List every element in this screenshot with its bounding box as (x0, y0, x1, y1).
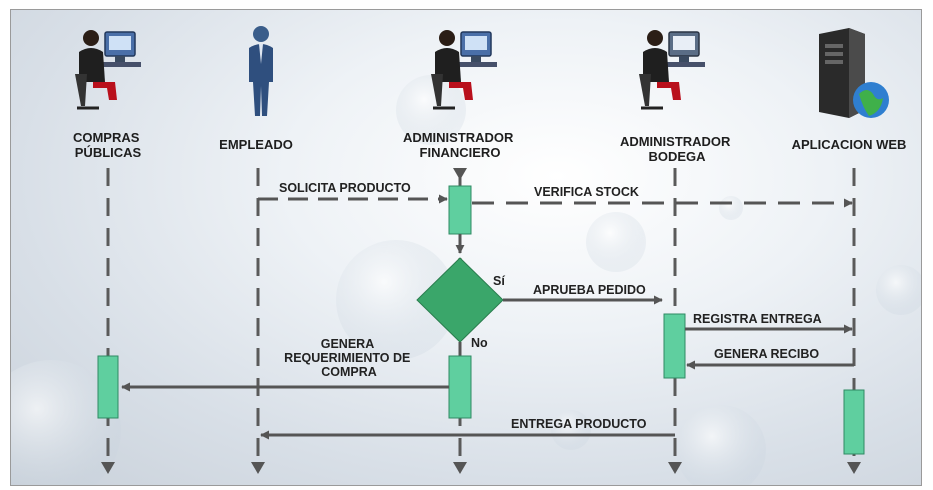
activation-compras (97, 355, 119, 419)
background-bubbles (11, 75, 921, 485)
sequence-diagram: COMPRAS PÚBLICAS EMPLEADO ADMINISTRADOR … (11, 26, 921, 485)
flow-arrow-down (453, 168, 467, 180)
decision-no-label: No (471, 336, 488, 350)
diagram-canvas: COMPRAS PÚBLICAS EMPLEADO ADMINISTRADOR … (10, 9, 922, 486)
message-solicita-label: SOLICITA PRODUCTO (279, 181, 411, 195)
businessman-icon (249, 26, 273, 116)
activation-financiero-2 (448, 355, 472, 419)
actor-financiero-label: ADMINISTRADOR FINANCIERO (403, 130, 517, 160)
person-at-computer-icon (75, 30, 141, 110)
decision-yes-label: Sí (493, 274, 505, 288)
message-entrega-label: ENTREGA PRODUCTO (511, 417, 647, 431)
activation-financiero-1 (448, 185, 472, 235)
message-verifica-label: VERIFICA STOCK (534, 185, 639, 199)
actor-empleado-label: EMPLEADO (219, 137, 293, 152)
message-genera-req-label: GENERA REQUERIMIENTO DE COMPRA (284, 337, 414, 379)
actor-compras-label: COMPRAS PÚBLICAS (73, 130, 143, 160)
actor-bodega-label: ADMINISTRADOR BODEGA (620, 134, 734, 164)
web-server-icon (819, 28, 889, 118)
person-at-computer-icon (431, 30, 497, 110)
activation-bodega (663, 313, 686, 379)
actor-web-label: APLICACION WEB (792, 137, 907, 152)
person-at-computer-icon (639, 30, 705, 110)
message-registra-label: REGISTRA ENTREGA (693, 312, 822, 326)
lifeline-end-arrows (101, 462, 861, 474)
message-recibo-label: GENERA RECIBO (714, 347, 819, 361)
activation-web (843, 389, 865, 455)
message-aprueba-label: APRUEBA PEDIDO (533, 283, 646, 297)
